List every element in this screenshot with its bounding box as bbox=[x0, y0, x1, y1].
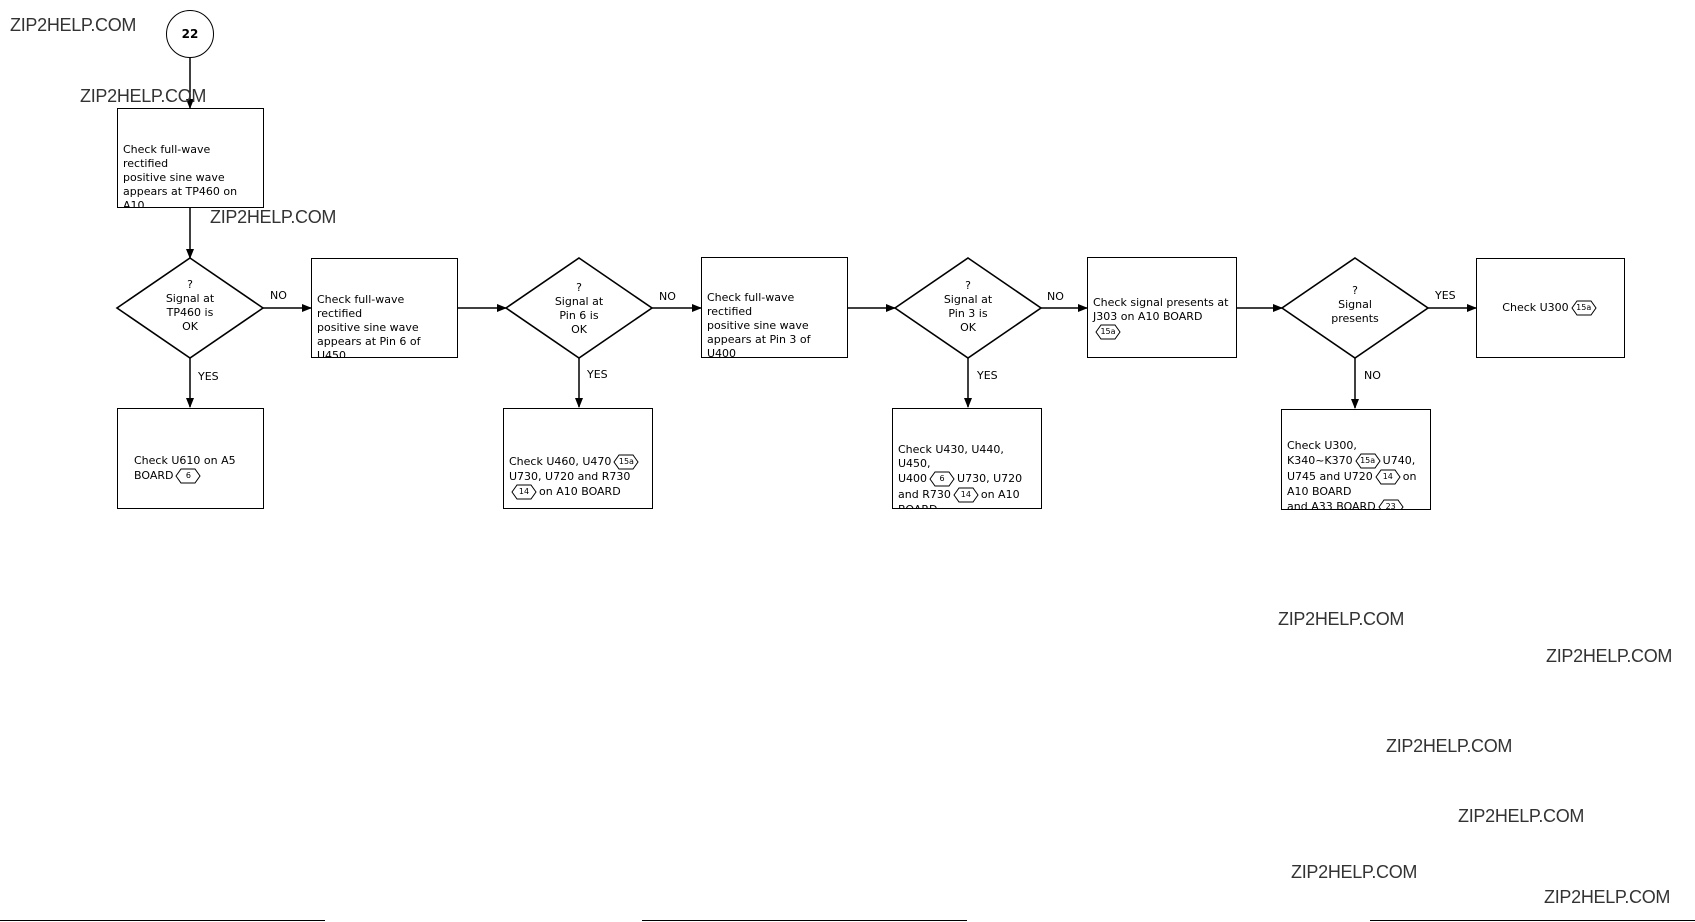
reference-diamond-icon: 15a bbox=[1571, 300, 1597, 316]
process-text: Check signal presents at J303 on A10 BOA… bbox=[1093, 296, 1229, 323]
process-check-tp460: Check full-wave rectified positive sine … bbox=[117, 108, 264, 208]
decision-text-pin6: ? Signal at Pin 6 is OK bbox=[554, 281, 604, 336]
reference-diamond-icon: 14 bbox=[511, 484, 537, 500]
decision-diamond-2 bbox=[504, 257, 654, 359]
footer-rule-right bbox=[1370, 920, 1695, 921]
process-text: Check U460, U470 bbox=[509, 455, 612, 468]
process-check-pin6-u450: Check full-wave rectified positive sine … bbox=[311, 258, 458, 358]
start-label: 22 bbox=[181, 27, 199, 41]
label-no-3: NO bbox=[1047, 290, 1064, 303]
process-text: Check U430, U440, U450, U400 bbox=[898, 443, 1004, 485]
decision-diamond-3 bbox=[893, 257, 1043, 359]
process-text: U730, U720 and R730 bbox=[898, 472, 1023, 501]
process-text: Check full-wave rectified positive sine … bbox=[123, 143, 238, 208]
label-yes-1: YES bbox=[198, 370, 219, 383]
process-text: Check U300, K340~K370 bbox=[1287, 439, 1357, 467]
watermark-text: ZIP2HELP.COM bbox=[80, 86, 207, 106]
decision-diamond-4 bbox=[1280, 257, 1430, 359]
reference-diamond-icon: 15a bbox=[613, 454, 640, 470]
label-no-4: NO bbox=[1364, 369, 1381, 382]
label-yes-3: YES bbox=[977, 369, 998, 382]
label-yes-2: YES bbox=[587, 368, 608, 381]
process-text: on A10 BOARD bbox=[539, 485, 621, 498]
footer-rule-left bbox=[0, 920, 325, 921]
reference-diamond-icon: 14 bbox=[953, 487, 979, 503]
watermark-text: ZIP2HELP.COM bbox=[210, 207, 337, 227]
decision-text-tp460: ? Signal at TP460 is OK bbox=[165, 278, 215, 333]
process-text: on A10 BOARD and A33 BOARD bbox=[1287, 470, 1417, 510]
decision-text-pin3: ? Signal at Pin 3 is OK bbox=[943, 279, 993, 334]
reference-diamond-icon: 6 bbox=[929, 471, 955, 487]
reference-diamond-icon: 15a bbox=[1095, 324, 1121, 340]
reference-diamond-icon: 14 bbox=[1375, 469, 1401, 485]
watermark-text: ZIP2HELP.COM bbox=[1291, 862, 1418, 882]
watermark-text: ZIP2HELP.COM bbox=[1278, 609, 1405, 629]
start-connector-circle: 22 bbox=[166, 10, 214, 58]
process-text: on A10 BOARD bbox=[898, 488, 1020, 508]
process-text: U730, U720 and R730 bbox=[509, 470, 631, 483]
process-text: U740, U745 and U720 bbox=[1287, 454, 1416, 483]
process-text: Check full-wave rectified positive sine … bbox=[317, 293, 421, 358]
footer-rule-middle bbox=[642, 920, 967, 921]
reference-diamond-icon: 23 bbox=[1378, 499, 1404, 509]
label-no-1: NO bbox=[270, 289, 287, 302]
watermark-text: ZIP2HELP.COM bbox=[1544, 887, 1671, 907]
decision-diamond-1 bbox=[115, 257, 265, 359]
watermark-text: ZIP2HELP.COM bbox=[1546, 646, 1673, 666]
process-text: Check U610 on A5 BOARD bbox=[134, 454, 236, 482]
process-text: Check U300 bbox=[1502, 301, 1569, 314]
reference-diamond-icon: 15a bbox=[1355, 453, 1381, 469]
label-no-2: NO bbox=[659, 290, 676, 303]
decision-text-presents: ? Signal presents bbox=[1331, 284, 1379, 325]
watermark-text: ZIP2HELP.COM bbox=[1458, 806, 1585, 826]
watermark-text: ZIP2HELP.COM bbox=[1386, 736, 1513, 756]
reference-diamond-icon: 6 bbox=[175, 468, 202, 484]
watermark-text: ZIP2HELP.COM bbox=[10, 15, 137, 35]
label-yes-4: YES bbox=[1435, 289, 1456, 302]
process-check-j303: Check signal presents at J303 on A10 BOA… bbox=[1087, 257, 1237, 358]
process-check-pin3-u400: Check full-wave rectified positive sine … bbox=[701, 257, 848, 358]
process-text: Check full-wave rectified positive sine … bbox=[707, 291, 811, 358]
